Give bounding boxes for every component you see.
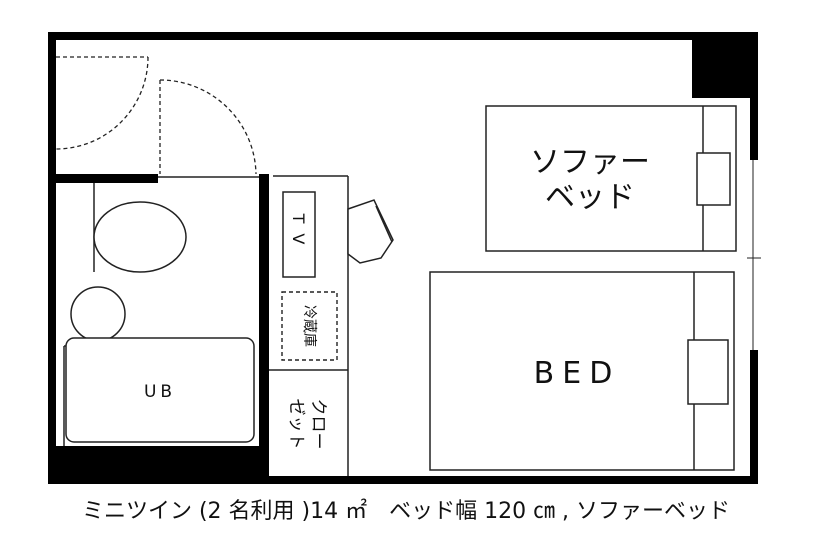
tv-label: TV bbox=[289, 213, 308, 255]
caption: ミニツイン (2 名利用 )14 ㎡ ベッド幅 120 ㎝ , ソファーベッド bbox=[82, 498, 730, 524]
bathtub bbox=[63, 337, 255, 446]
window bbox=[747, 160, 761, 350]
closet-label-line2: ゼット bbox=[286, 399, 306, 450]
fridge bbox=[281, 291, 338, 361]
bathroom-walls bbox=[56, 174, 269, 476]
sofa-bed-label-line2: ベッド bbox=[545, 180, 635, 215]
sofa-bed-label-line1: ソファー bbox=[530, 145, 650, 180]
bathroom-door bbox=[159, 79, 257, 175]
pillar bbox=[692, 32, 758, 98]
bed-label: BED bbox=[534, 356, 621, 391]
unit-bath-label: UB bbox=[144, 382, 176, 402]
sofa-bed bbox=[485, 105, 737, 252]
desk-chair bbox=[347, 199, 394, 264]
outer-walls bbox=[48, 32, 758, 484]
toilet bbox=[70, 183, 187, 342]
closet-label-line1: クロー bbox=[308, 399, 328, 450]
fridge-label: 冷蔵庫 bbox=[301, 305, 318, 347]
tv bbox=[282, 191, 316, 278]
bed bbox=[429, 271, 735, 471]
entrance-door bbox=[55, 56, 149, 150]
